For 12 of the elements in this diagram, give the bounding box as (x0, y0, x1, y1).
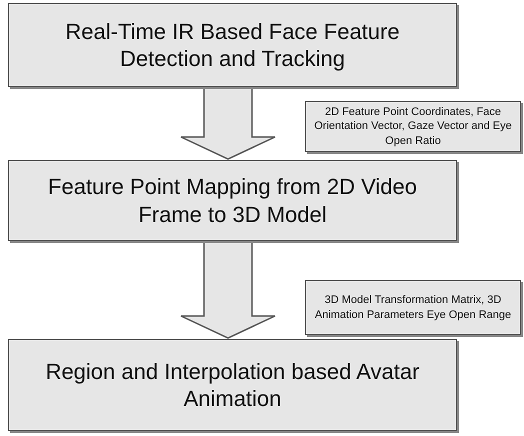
block-arrow (180, 87, 276, 160)
note-text: 3D Model Transformation Matrix, 3D Animation Parameters Eye Open Range (314, 293, 512, 322)
process-box (8, 160, 457, 241)
note-box (305, 280, 521, 335)
process-label: Feature Point Mapping from 2D Video Frame to 3D Model (47, 173, 418, 228)
note-box (305, 101, 521, 152)
note-text: 2D Feature Point Coordinates, Face Orientation Vector, Gaze Vector and Eye Open Ratio (313, 105, 513, 148)
process-box (8, 3, 457, 87)
process-box (8, 339, 457, 431)
process-label: Region and Interpolation based Avatar Animation (44, 358, 420, 412)
process-label: Real-Time IR Based Face Feature Detection and Tracking (64, 18, 401, 72)
block-arrow (180, 241, 276, 339)
